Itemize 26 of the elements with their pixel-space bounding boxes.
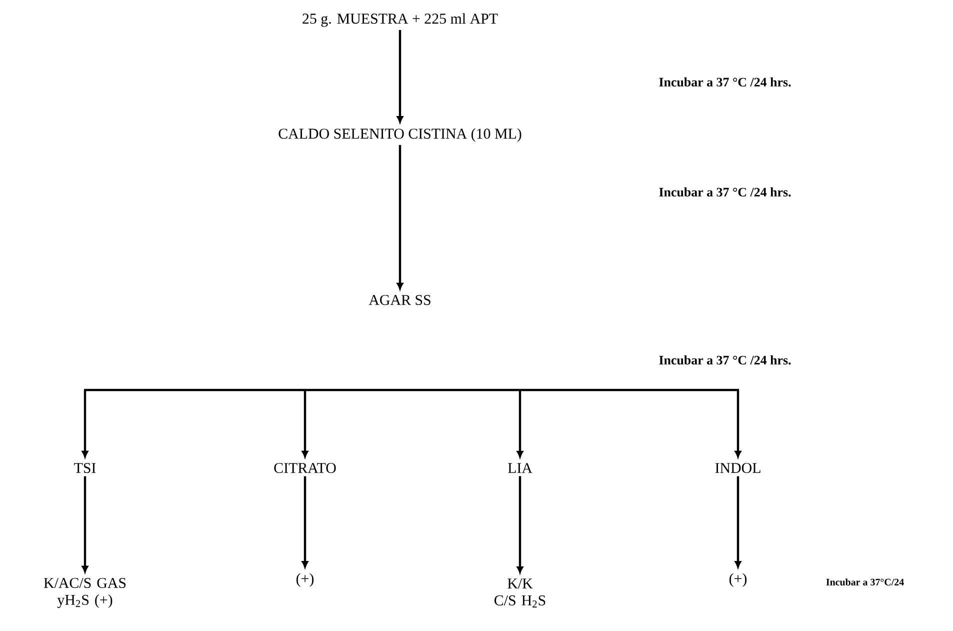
arrow [82, 476, 88, 572]
step-label: CITRATO [274, 462, 336, 473]
arrow [302, 390, 308, 458]
arrow [516, 476, 524, 574]
step-label: AGAR SS [368, 294, 430, 305]
arrow [734, 390, 742, 458]
incubation-note: Incubar a 37 °C /24 hrs. [659, 355, 791, 365]
incubation-note: Incubar a 37°C/24 [826, 578, 904, 586]
step-label: K/K C/S H$_{2}$S [494, 578, 546, 608]
step-label: K/AC/S GAS yH$_{2}$S (+) [44, 578, 126, 608]
step-label: 25 g. MUESTRA + 225 ml APT [302, 13, 498, 27]
step-label: (+) [296, 573, 314, 587]
branch-line [84, 388, 739, 392]
step-label: CALDO SELENITO CISTINA (10 ML) [278, 128, 522, 142]
incubation-note: Incubar a 37 °C /24 hrs. [659, 77, 791, 87]
arrow [734, 476, 742, 568]
step-label: TSI [74, 462, 96, 473]
step-label: (+) [729, 573, 747, 587]
arrow [82, 390, 88, 458]
incubation-note: Incubar a 37 °C /24 hrs. [659, 187, 791, 197]
arrow [516, 390, 524, 458]
step-label: INDOL [715, 462, 760, 473]
arrow [396, 30, 404, 123]
arrow [396, 144, 404, 290]
arrow [302, 476, 308, 568]
step-label: LIA [508, 463, 532, 473]
